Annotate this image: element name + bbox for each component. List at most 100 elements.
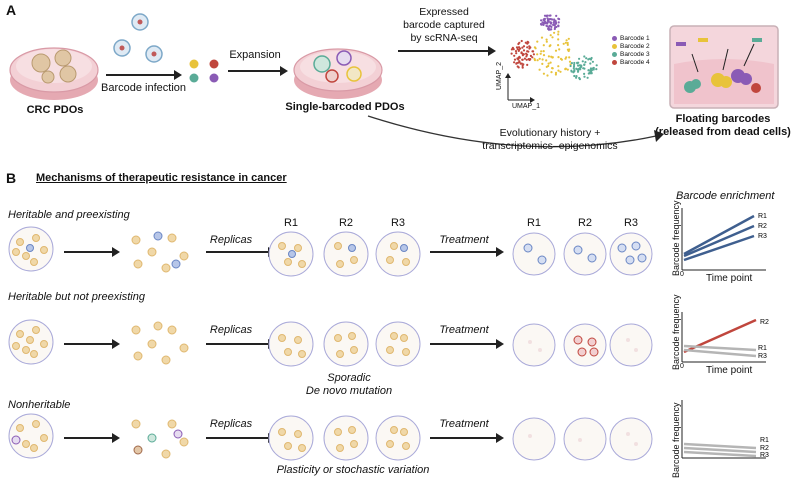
- plot-ylabel-3: Barcode frequency: [671, 402, 681, 478]
- umap-point: [528, 45, 531, 48]
- umap-point: [518, 60, 521, 63]
- umap-point: [546, 74, 549, 77]
- row-heritable-preexisting: [8, 226, 653, 277]
- enrichment-title: Barcode enrichment: [676, 190, 775, 202]
- umap-point: [570, 62, 573, 65]
- umap-legend: Barcode 1 Barcode 2 Barcode 3 Barcode 4: [612, 34, 650, 66]
- umap-point: [549, 25, 552, 28]
- umap-point: [533, 57, 536, 61]
- umap-point: [514, 50, 518, 53]
- plot-xlabel-2: Time point: [706, 365, 753, 376]
- umap-point: [540, 19, 543, 22]
- umap-point: [554, 73, 557, 76]
- umap-point: [542, 21, 545, 24]
- plot-ylabel-2: Barcode frequency: [671, 294, 681, 370]
- umap-point: [557, 21, 560, 24]
- umap-point: [549, 21, 552, 24]
- umap-point: [542, 44, 545, 47]
- umap-point: [589, 69, 592, 72]
- umap-point: [510, 52, 513, 55]
- plot-xlabel-1: Time point: [706, 273, 753, 284]
- umap-point: [545, 38, 548, 41]
- umap-point: [589, 58, 593, 61]
- umap-point: [583, 67, 586, 70]
- umap-point: [529, 54, 532, 58]
- umap-point: [513, 58, 517, 61]
- floating-barcodes-flask: [669, 25, 779, 109]
- umap-point: [583, 75, 586, 78]
- umap-point: [566, 68, 569, 71]
- umap-point: [557, 30, 560, 33]
- umap-point: [568, 56, 571, 59]
- umap-point: [553, 31, 556, 34]
- umap-point: [515, 52, 518, 55]
- treatment-label: Treatment: [439, 234, 489, 246]
- umap-point: [568, 48, 571, 51]
- umap-point: [573, 63, 576, 66]
- umap-point: [554, 49, 558, 52]
- umap-point: [522, 49, 526, 52]
- umap-point: [572, 67, 575, 70]
- umap-point: [540, 50, 543, 53]
- umap-point: [573, 61, 576, 65]
- umap-point: [557, 56, 560, 59]
- umap-point: [553, 18, 556, 21]
- umap-point: [578, 76, 581, 80]
- umap-point: [557, 25, 560, 28]
- umap-point: [515, 46, 519, 49]
- umap-point: [532, 50, 535, 53]
- umap-point: [589, 62, 592, 65]
- replicate-header: R2: [338, 217, 354, 229]
- umap-point: [542, 54, 546, 57]
- umap-point: [510, 48, 513, 51]
- umap-point: [529, 58, 532, 61]
- umap-point: [548, 14, 551, 17]
- line-label-r1: R1: [758, 345, 767, 352]
- line-label-r3: R3: [758, 233, 767, 240]
- enrichment-plot-flat: R1 R2 R3: [681, 400, 769, 459]
- umap-point: [557, 17, 560, 20]
- umap-point: [578, 57, 581, 60]
- line-label-r1: R1: [758, 213, 767, 220]
- row-title-heritable-not-preexisting: Heritable but not preexisting: [8, 291, 145, 303]
- umap-point: [550, 71, 553, 74]
- umap-point: [543, 14, 547, 17]
- umap-point: [567, 37, 570, 40]
- replicate-header: R2: [577, 217, 593, 229]
- line-label-r3: R3: [760, 452, 769, 459]
- umap-y-label: UMAP_2: [496, 61, 503, 90]
- umap-point: [560, 58, 563, 61]
- umap-point: [543, 18, 546, 21]
- umap-point: [576, 61, 579, 64]
- umap-point: [523, 57, 526, 60]
- replicate-header: R3: [390, 217, 406, 229]
- single-barcoded-dish: [293, 48, 383, 99]
- expansion-arrow: [228, 66, 288, 76]
- umap-point: [569, 64, 572, 68]
- umap-point: [521, 46, 524, 49]
- infection-arrow: [106, 70, 182, 80]
- umap-point: [587, 58, 590, 61]
- row-nonheritable: [8, 413, 653, 461]
- expansion-label: Expansion: [229, 49, 281, 61]
- treatment-label: Treatment: [439, 324, 489, 336]
- umap-point: [546, 14, 549, 17]
- umap-point: [562, 42, 565, 45]
- line-label-r2: R2: [760, 319, 769, 326]
- umap-point: [573, 74, 576, 78]
- barcode-infection-label: Barcode infection: [101, 82, 186, 94]
- panel-a-letter: A: [6, 2, 17, 18]
- umap-point: [554, 71, 558, 74]
- umap-point: [525, 52, 528, 55]
- umap-point: [558, 48, 561, 51]
- umap-point: [539, 22, 543, 26]
- umap-point: [566, 43, 569, 47]
- umap-point: [549, 44, 552, 47]
- umap-point: [521, 58, 524, 61]
- umap-point: [536, 40, 539, 43]
- umap-point: [565, 39, 568, 42]
- umap-point: [517, 42, 520, 46]
- umap-point: [540, 36, 544, 39]
- plot-ylabel-1: Barcode frequency: [671, 200, 681, 276]
- umap-point: [550, 28, 553, 31]
